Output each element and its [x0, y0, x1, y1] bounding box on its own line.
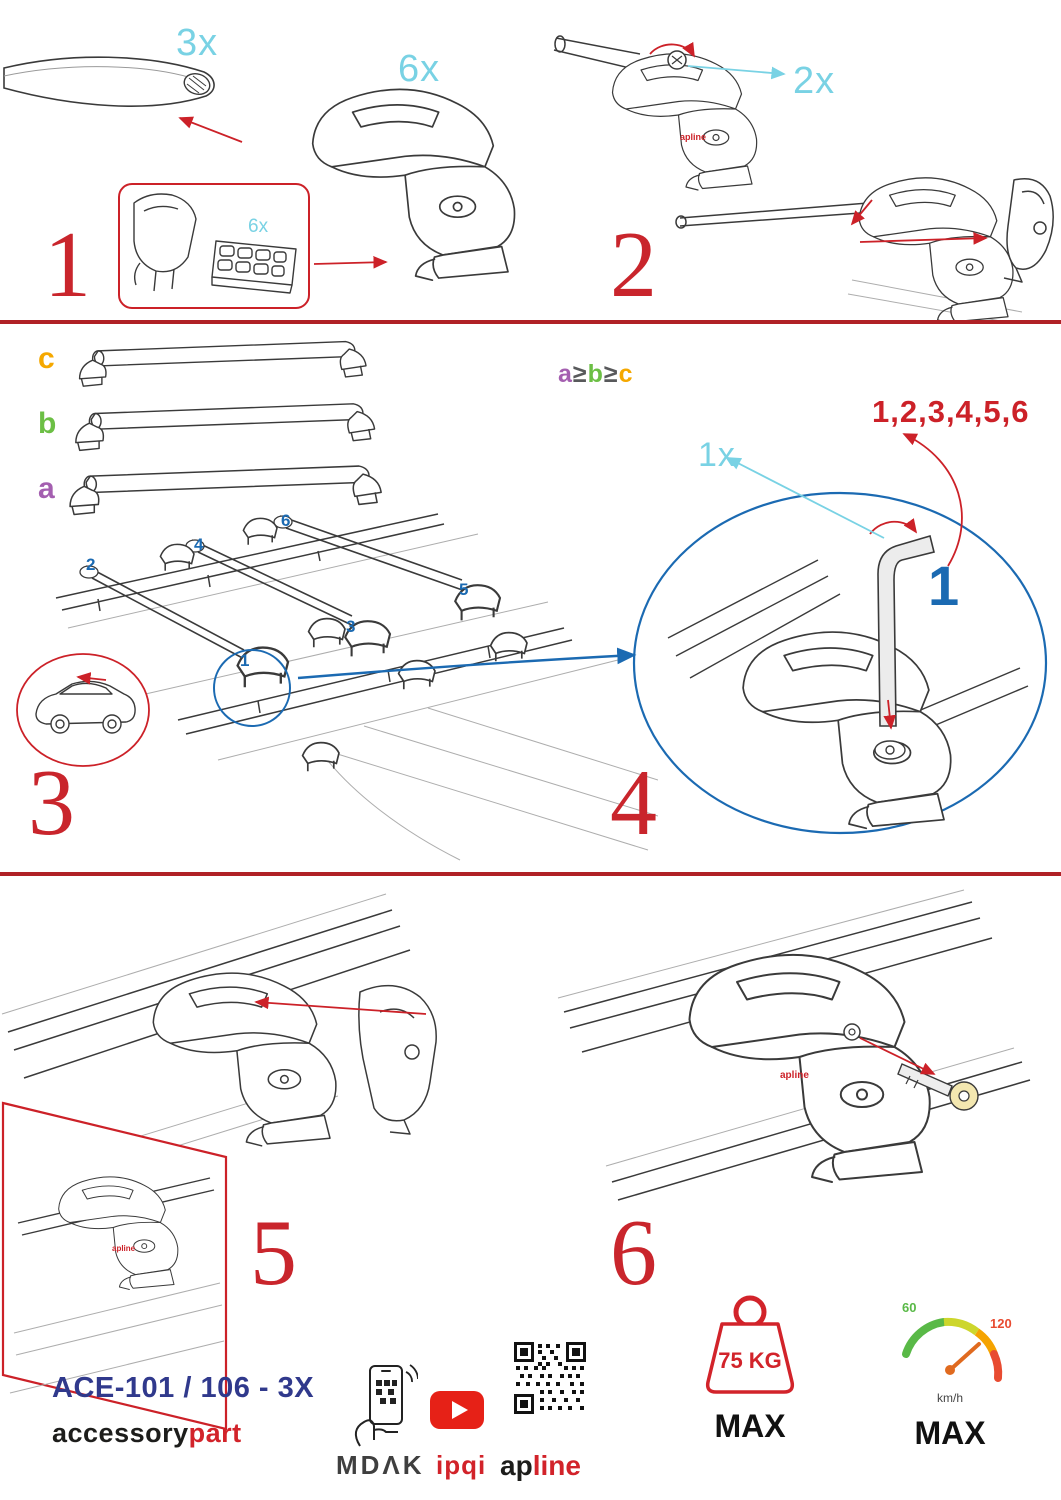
formula-c: c: [618, 360, 634, 388]
roof-position-6: 6: [281, 511, 291, 530]
inset-red-frame: [1, 1101, 228, 1431]
speed-unit-label: km/h: [937, 1391, 963, 1405]
step-6-number: 6: [610, 1201, 657, 1305]
section-divider-1: [0, 320, 1061, 324]
bar-label-c: c: [38, 342, 55, 375]
rubber-pad-drawing: [133, 193, 297, 294]
weight-limit-label: 75 KG: [718, 1348, 782, 1373]
step-5-number: 5: [250, 1201, 297, 1305]
bar-quantity-label: 3x: [176, 22, 219, 64]
roof-position-3: 3: [346, 617, 356, 636]
step-1-number: 1: [44, 213, 91, 317]
apline-logo-red: line: [532, 1450, 581, 1481]
car-inset: [16, 653, 150, 767]
step-2-number: 2: [610, 213, 657, 317]
tightening-detail-drawing: [632, 491, 1048, 835]
formula-b: b: [587, 360, 604, 388]
speed-max-label: MAX: [914, 1415, 986, 1451]
apline-logo: apline: [500, 1450, 581, 1482]
first-position-number: 1: [928, 554, 960, 617]
step-3-number: 3: [28, 751, 75, 855]
assembled-foot-inset: apline: [1, 1101, 228, 1431]
screw-quantity-label: 2x: [793, 60, 836, 102]
max-speed-gauge-icon: 60 120 km/h: [902, 1300, 1012, 1405]
pad-quantity-label: 6x: [248, 216, 269, 237]
accessorypart-logo-red: part: [188, 1418, 242, 1448]
tightening-order-sequence: 1,2,3,4,5,6: [872, 394, 1030, 429]
lock-and-key-drawing: apline: [557, 889, 1031, 1201]
roof-overview-drawing: [16, 513, 658, 861]
formula-a: a: [558, 360, 573, 388]
qr-code-icon: [512, 1340, 588, 1416]
crossbar-profile-drawing: [3, 56, 215, 107]
mdak-logo: MDΛK: [336, 1450, 425, 1480]
max-weight-icon: 75 KG: [705, 1295, 795, 1394]
roof-position-4: 4: [194, 535, 204, 554]
accessorypart-logo-black: accessory: [52, 1418, 189, 1448]
accessorypart-logo: accessorypart: [52, 1418, 242, 1449]
bar-label-b: b: [38, 407, 57, 440]
position-1-highlight-circle: [213, 649, 291, 727]
ipqi-logo: ipqi: [436, 1450, 487, 1480]
lock-cylinder: [843, 1023, 861, 1041]
section-divider-2: [0, 872, 1061, 876]
roof-position-5: 5: [459, 580, 469, 599]
foot-quantity-label: 6x: [398, 48, 441, 90]
speed-low-label: 60: [902, 1300, 916, 1315]
step-4-number: 4: [610, 751, 657, 855]
apline-logo-black: ap: [500, 1450, 533, 1481]
length-formula: a≥b≥c: [558, 360, 634, 389]
clamp-arm-drawing: [358, 984, 437, 1135]
phone-qr-scan-icon: [354, 1364, 418, 1447]
apline-brand-on-foot: apline: [680, 132, 706, 142]
youtube-play-icon: [430, 1391, 484, 1429]
roof-position-1: 1: [240, 651, 250, 670]
bar-label-a: a: [38, 472, 55, 505]
weight-max-label: MAX: [714, 1408, 786, 1444]
apline-brand-on-foot: apline: [780, 1070, 809, 1081]
pad-detail-inset: [118, 183, 310, 309]
gauge-needle: [948, 1342, 981, 1372]
formula-gte-1: ≥: [572, 360, 588, 388]
speed-high-label: 120: [990, 1316, 1012, 1331]
apline-brand-on-foot: apline: [112, 1244, 136, 1253]
tool-quantity-label: 1x: [698, 436, 736, 474]
roof-position-2: 2: [86, 555, 96, 574]
model-number: ACE-101 / 106 - 3X: [52, 1372, 315, 1404]
formula-gte-2: ≥: [603, 360, 619, 388]
